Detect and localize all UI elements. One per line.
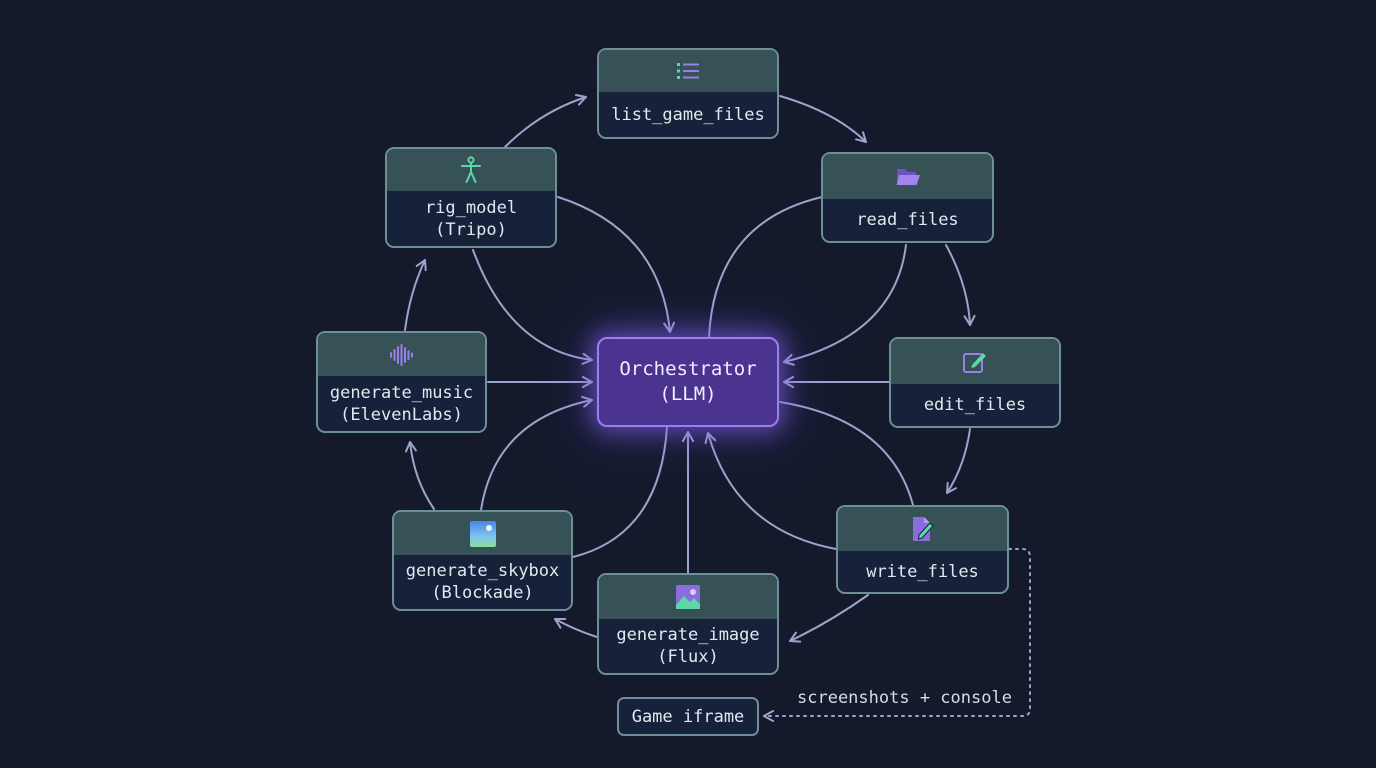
node-label: edit_files <box>891 384 1059 426</box>
figure-icon <box>461 156 481 183</box>
edge-read-to-center <box>783 244 907 366</box>
edge-rig-to-list <box>504 94 587 148</box>
node-header <box>318 333 485 376</box>
edge-center-to-read <box>708 196 823 338</box>
node-header <box>599 50 777 92</box>
node-label: rig_model (Tripo) <box>387 191 555 246</box>
game-iframe-label: Game iframe <box>631 706 745 727</box>
node-header <box>387 149 555 191</box>
edge-write-to-image <box>789 594 869 643</box>
edge-image-to-skybox <box>554 617 598 638</box>
node-subtitle: (Flux) <box>657 647 719 667</box>
node-header <box>599 575 777 619</box>
node-title: write_files <box>866 561 979 582</box>
node-header <box>823 154 992 199</box>
node-label: generate_image (Flux) <box>599 619 777 673</box>
node-subtitle: (Blockade) <box>431 583 534 603</box>
orchestrator-title: Orchestrator <box>619 358 757 380</box>
node-title: generate_skybox <box>405 561 560 581</box>
list-icon <box>677 63 699 79</box>
node-title: read_files <box>856 210 959 230</box>
edge-center-to-skybox <box>572 426 668 558</box>
node-header <box>838 507 1007 551</box>
audio-wave-icon <box>389 343 413 366</box>
node-header <box>891 339 1059 384</box>
edge-center-to-write <box>779 401 914 506</box>
game-iframe-node[interactable]: Game iframe <box>617 697 759 736</box>
node-read-files[interactable]: read_files <box>821 152 994 243</box>
node-generate-skybox[interactable]: generate_skybox (Blockade) <box>392 510 573 611</box>
folder-icon <box>896 168 920 185</box>
edge-skybox-to-music <box>404 441 435 510</box>
node-subtitle: (ElevenLabs) <box>340 404 463 425</box>
skybox-icon <box>469 520 496 547</box>
edge-write-to-game-dotted <box>763 548 1031 722</box>
node-edit-files[interactable]: edit_files <box>889 337 1061 428</box>
orchestrator-node[interactable]: Orchestrator (LLM) <box>597 337 779 427</box>
edge-skybox-to-center <box>480 395 593 511</box>
edge-read-to-edit <box>945 244 976 326</box>
node-label: read_files <box>823 199 992 241</box>
edge-list-to-read <box>779 95 867 143</box>
write-file-icon <box>912 517 934 541</box>
node-generate-image[interactable]: generate_image (Flux) <box>597 573 779 675</box>
edge-music-to-rig <box>404 259 427 331</box>
node-label: generate_skybox (Blockade) <box>394 555 571 609</box>
edge-rig-to-center <box>557 196 676 333</box>
node-label: list_game_files <box>599 92 777 137</box>
orchestrator-subtitle: (LLM) <box>659 383 717 405</box>
node-label: write_files <box>838 551 1007 592</box>
node-header <box>394 512 571 555</box>
node-title: rig_model <box>424 197 518 218</box>
node-label: generate_music (ElevenLabs) <box>318 376 485 431</box>
node-write-files[interactable]: write_files <box>836 505 1009 594</box>
image-icon <box>676 585 700 609</box>
node-title: generate_image <box>616 625 760 645</box>
node-title: list_game_files <box>611 104 765 125</box>
node-list-game-files[interactable]: list_game_files <box>597 48 779 139</box>
edge-rig-from-center-return <box>472 249 593 365</box>
node-subtitle: (Tripo) <box>435 219 507 240</box>
edge-write-to-center <box>704 432 837 550</box>
edit-icon <box>963 352 986 373</box>
feedback-edge-label: screenshots + console <box>797 688 1012 708</box>
edge-edit-to-write <box>946 428 971 494</box>
node-title: edit_files <box>923 395 1027 415</box>
node-rig-model[interactable]: rig_model (Tripo) <box>385 147 557 248</box>
node-generate-music[interactable]: generate_music (ElevenLabs) <box>316 331 487 433</box>
node-title: generate_music <box>329 382 474 403</box>
